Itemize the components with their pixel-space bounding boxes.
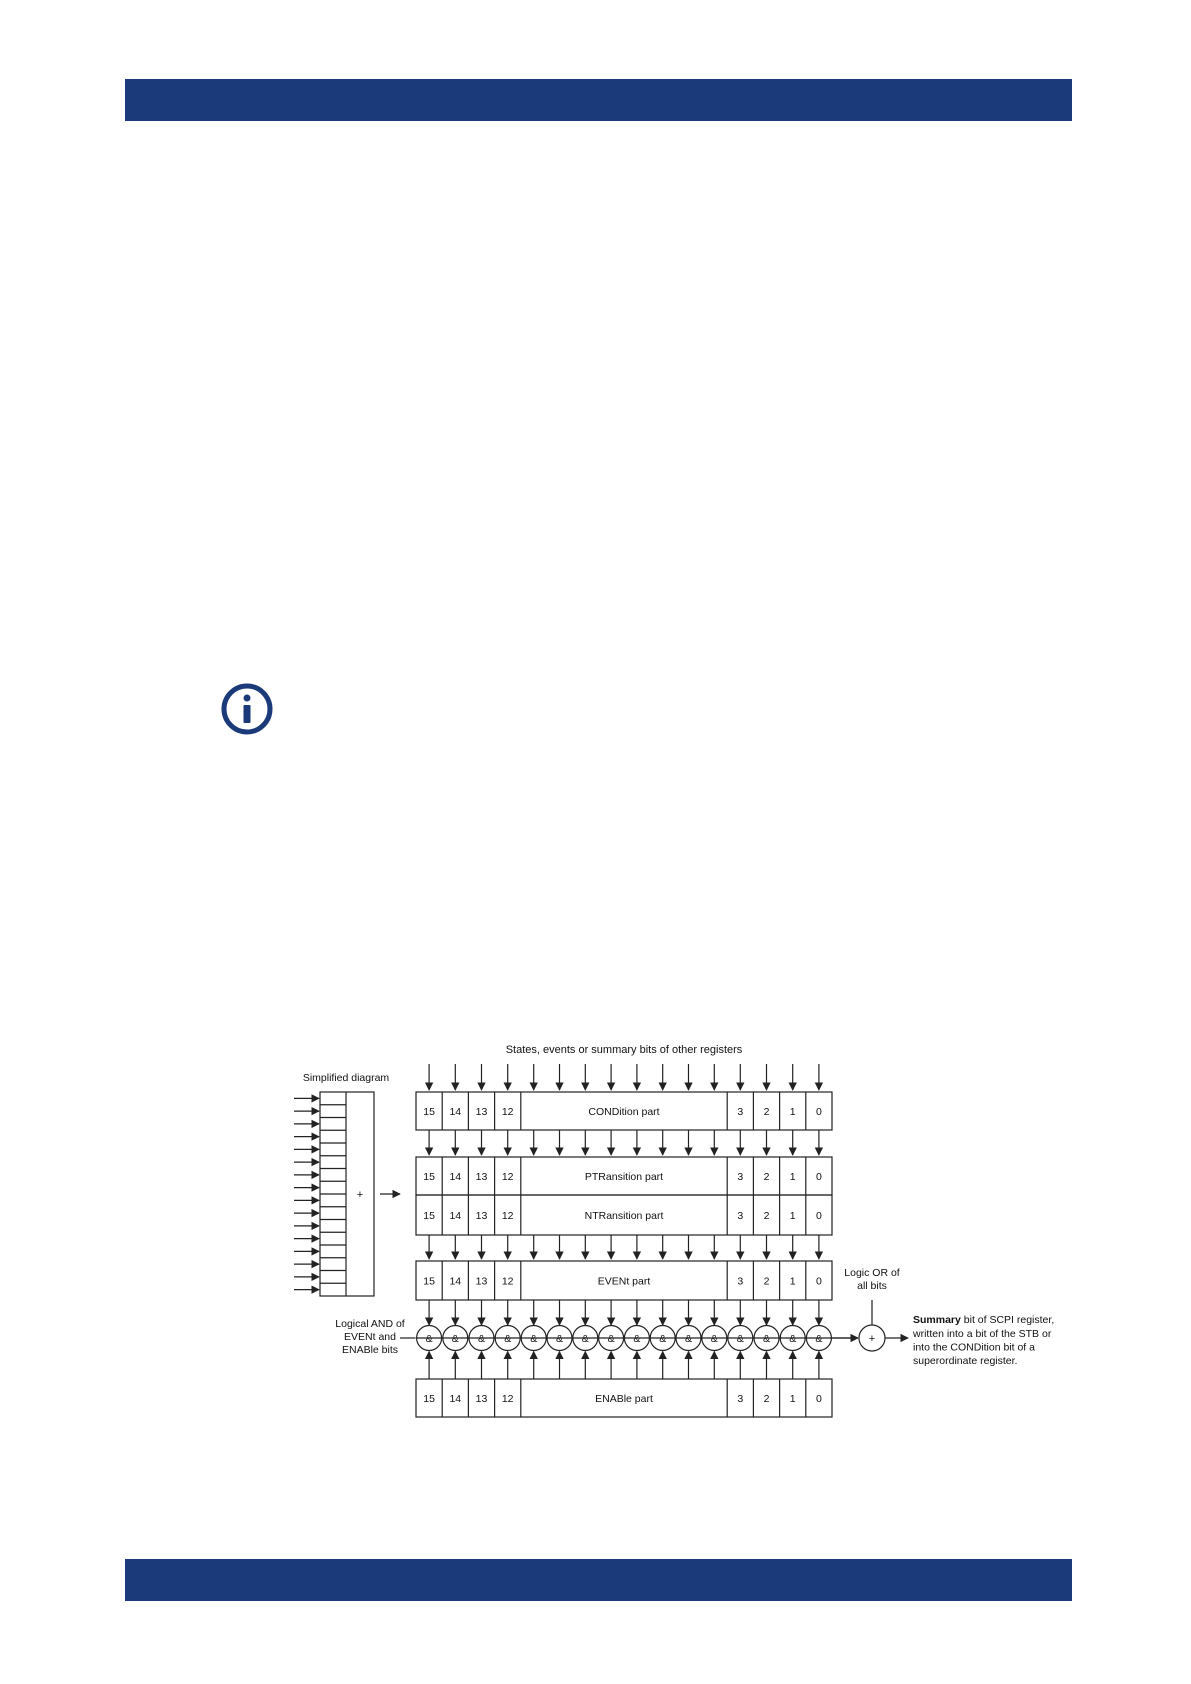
and-gate-symbol: & xyxy=(504,1333,511,1345)
bit-label-0: 0 xyxy=(816,1171,822,1183)
register-condition xyxy=(415,1091,833,1131)
bit-label-14: 14 xyxy=(449,1106,461,1118)
ptransition-label: PTRansition part xyxy=(585,1171,663,1183)
event-label: EVENt part xyxy=(598,1276,651,1288)
bit-label-15: 15 xyxy=(423,1171,435,1183)
register-event xyxy=(415,1260,833,1301)
bit-label-15: 15 xyxy=(423,1276,435,1288)
condition-label: CONDition part xyxy=(588,1106,659,1118)
register-enable xyxy=(415,1378,833,1418)
and-gate-symbol: & xyxy=(763,1333,770,1345)
summary-label-line: written into a bit of the STB or xyxy=(912,1328,1052,1340)
register-ntransition xyxy=(415,1194,833,1236)
bit-label-13: 13 xyxy=(476,1393,488,1405)
bit-label-12: 12 xyxy=(502,1106,514,1118)
bit-label-1: 1 xyxy=(790,1171,796,1183)
logic-or-label: Logic OR of xyxy=(844,1267,900,1279)
bit-label-0: 0 xyxy=(816,1106,822,1118)
bit-label-14: 14 xyxy=(449,1276,461,1288)
simplified-plus: + xyxy=(357,1189,363,1201)
and-gate-symbol: & xyxy=(789,1333,796,1345)
and-gate-symbol: & xyxy=(608,1333,615,1345)
logic-or-label: all bits xyxy=(857,1280,887,1292)
and-gate-symbol: & xyxy=(478,1333,485,1345)
bit-label-12: 12 xyxy=(502,1276,514,1288)
summary-label-line: superordinate register. xyxy=(913,1355,1017,1367)
and-gate-symbol: & xyxy=(737,1333,744,1345)
bit-label-2: 2 xyxy=(764,1393,770,1405)
logical-and-label: Logical AND of xyxy=(335,1318,405,1330)
bit-label-13: 13 xyxy=(476,1276,488,1288)
bit-label-12: 12 xyxy=(502,1210,514,1222)
bit-label-15: 15 xyxy=(423,1210,435,1222)
bit-label-0: 0 xyxy=(816,1210,822,1222)
and-gate-symbol: & xyxy=(452,1333,459,1345)
bit-label-3: 3 xyxy=(737,1393,743,1405)
and-gate-symbol: & xyxy=(685,1333,692,1345)
bit-label-3: 3 xyxy=(737,1210,743,1222)
bit-label-1: 1 xyxy=(790,1393,796,1405)
bit-label-13: 13 xyxy=(476,1171,488,1183)
info-icon xyxy=(221,683,273,735)
bit-label-1: 1 xyxy=(790,1106,796,1118)
and-gate-symbol: & xyxy=(815,1333,822,1345)
bit-label-1: 1 xyxy=(790,1276,796,1288)
and-gate-symbol: & xyxy=(659,1333,666,1345)
bit-label-15: 15 xyxy=(423,1393,435,1405)
top-label: States, events or summary bits of other … xyxy=(506,1044,743,1056)
bit-label-12: 12 xyxy=(502,1171,514,1183)
and-gate-symbol: & xyxy=(633,1333,640,1345)
bit-label-2: 2 xyxy=(764,1276,770,1288)
bit-label-14: 14 xyxy=(449,1210,461,1222)
bit-label-0: 0 xyxy=(816,1393,822,1405)
and-gate-symbol: & xyxy=(556,1333,563,1345)
and-gate-symbol: & xyxy=(582,1333,589,1345)
bit-label-13: 13 xyxy=(476,1106,488,1118)
simplified-title: Simplified diagram xyxy=(303,1072,390,1084)
bit-label-13: 13 xyxy=(476,1210,488,1222)
bit-label-1: 1 xyxy=(790,1210,796,1222)
bit-label-0: 0 xyxy=(816,1276,822,1288)
bit-label-15: 15 xyxy=(423,1106,435,1118)
logical-and-label: EVENt and xyxy=(344,1331,396,1343)
enable-label: ENABle part xyxy=(595,1393,653,1405)
bit-label-3: 3 xyxy=(737,1171,743,1183)
summary-label: Summary bit of SCPI register, xyxy=(913,1314,1054,1326)
or-gate-symbol: + xyxy=(869,1333,875,1345)
footer-band xyxy=(125,1559,1072,1601)
bit-label-3: 3 xyxy=(737,1276,743,1288)
header-band xyxy=(125,79,1072,121)
and-gate-symbol: & xyxy=(530,1333,537,1345)
and-gate-symbol: & xyxy=(426,1333,433,1345)
bit-label-2: 2 xyxy=(764,1171,770,1183)
and-gate-symbol: & xyxy=(711,1333,718,1345)
summary-label-line: into the CONDition bit of a xyxy=(913,1342,1035,1354)
bit-label-12: 12 xyxy=(502,1393,514,1405)
bit-label-2: 2 xyxy=(764,1210,770,1222)
bit-label-14: 14 xyxy=(449,1393,461,1405)
logical-and-label: ENABle bits xyxy=(342,1344,398,1356)
bit-label-14: 14 xyxy=(449,1171,461,1183)
ntransition-label: NTRansition part xyxy=(585,1210,664,1222)
bit-label-2: 2 xyxy=(764,1106,770,1118)
bit-label-3: 3 xyxy=(737,1106,743,1118)
